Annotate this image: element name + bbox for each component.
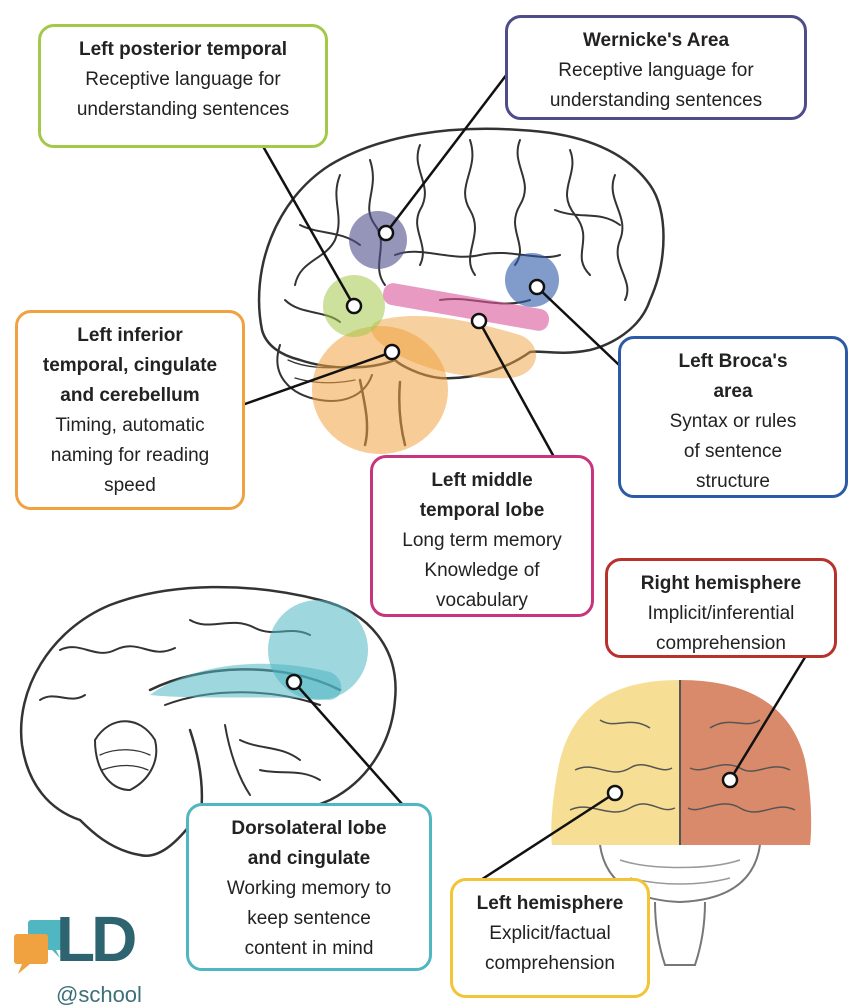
box-title: Left inferior temporal, cingulate and ce… bbox=[18, 321, 242, 411]
box-title: Right hemisphere bbox=[608, 569, 834, 599]
box-description: Syntax or rules of sentence structure bbox=[621, 407, 845, 497]
box-title: Dorsolateral lobe and cingulate bbox=[189, 814, 429, 874]
box-title: Wernicke's Area bbox=[508, 26, 804, 56]
box-description: Receptive language for understanding sen… bbox=[508, 56, 804, 116]
box-title: Left posterior temporal bbox=[41, 35, 325, 65]
ld-at-school-logo: LD @school bbox=[12, 916, 172, 1006]
label-box-middle-temporal: Left middle temporal lobe Long term memo… bbox=[370, 455, 594, 617]
medial-region-highlights bbox=[150, 600, 368, 700]
purple-wernicke-region bbox=[349, 211, 407, 269]
label-box-right-hemisphere: Right hemisphere Implicit/inferential co… bbox=[605, 558, 837, 658]
logo-text: @school bbox=[56, 982, 142, 1008]
label-box-wernicke: Wernicke's Area Receptive language for u… bbox=[505, 15, 807, 120]
box-title: Left middle temporal lobe bbox=[373, 466, 591, 526]
label-box-left-hemisphere: Left hemisphere Explicit/factual compreh… bbox=[450, 878, 650, 998]
box-title: Left Broca's area bbox=[621, 347, 845, 407]
box-description: Explicit/factual comprehension bbox=[453, 919, 647, 979]
left-hemisphere-region bbox=[551, 680, 680, 845]
box-description: Timing, automatic naming for reading spe… bbox=[18, 411, 242, 501]
box-description: Receptive language for understanding sen… bbox=[41, 65, 325, 125]
lateral-region-highlights bbox=[312, 211, 559, 454]
box-description: Working memory to keep sentence content … bbox=[189, 874, 429, 964]
label-box-dorsolateral: Dorsolateral lobe and cingulate Working … bbox=[186, 803, 432, 971]
label-box-posterior-temporal: Left posterior temporal Receptive langua… bbox=[38, 24, 328, 148]
label-box-broca: Left Broca's area Syntax or rules of sen… bbox=[618, 336, 848, 498]
logo-mark: LD bbox=[56, 902, 133, 976]
box-title: Left hemisphere bbox=[453, 889, 647, 919]
label-box-inferior-temporal: Left inferior temporal, cingulate and ce… bbox=[15, 310, 245, 510]
teal-cingulate-region bbox=[150, 664, 341, 700]
right-hemisphere-region bbox=[680, 680, 811, 845]
box-description: Long term memory Knowledge of vocabulary bbox=[373, 526, 591, 616]
box-description: Implicit/inferential comprehension bbox=[608, 599, 834, 659]
